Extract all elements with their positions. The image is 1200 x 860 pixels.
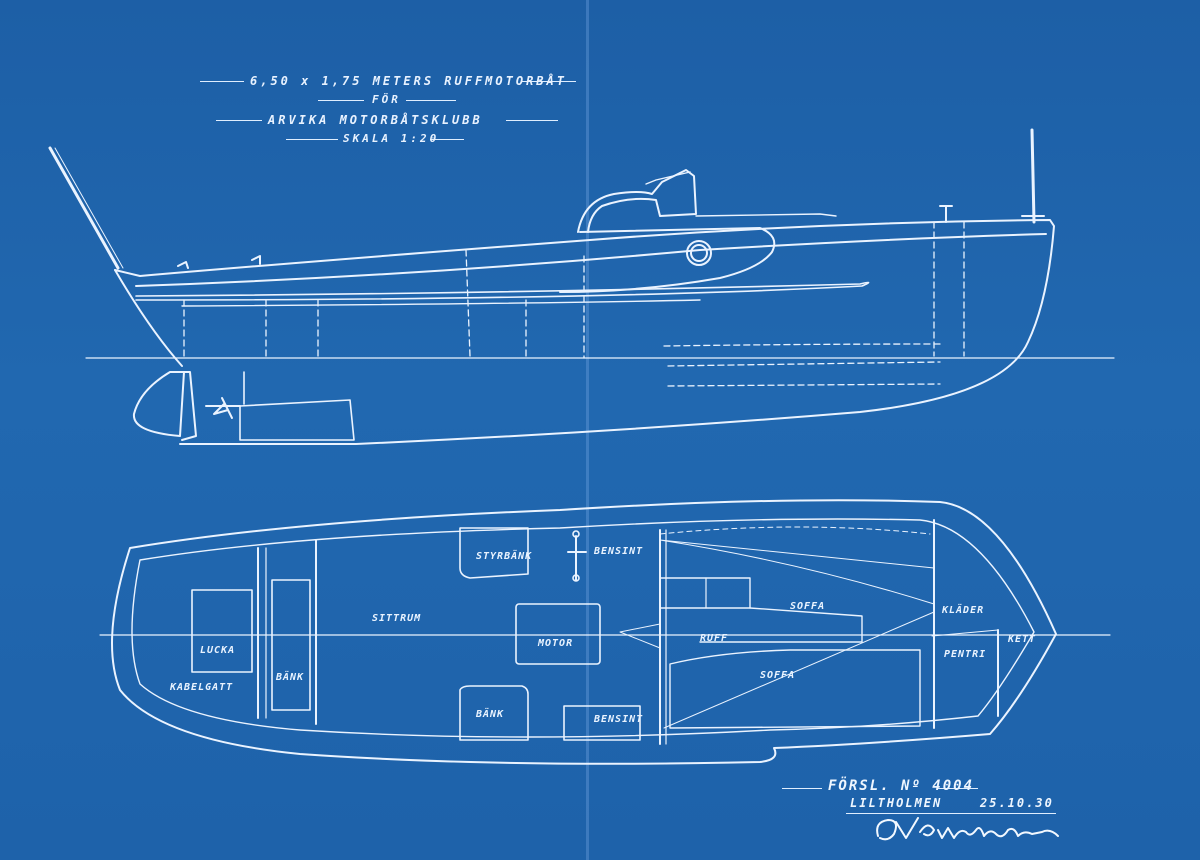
- label-bank-bottom: BÄNK: [476, 709, 505, 720]
- label-pentri: PENTRI: [944, 649, 987, 660]
- label-sittrum: SITTRUM: [372, 613, 422, 624]
- steering-wheel: [567, 535, 587, 581]
- title-rule: [216, 120, 262, 121]
- label-lucka: LUCKA: [200, 645, 236, 656]
- coaming-outline: [131, 518, 1035, 738]
- propeller: [205, 397, 241, 419]
- motor-box: [515, 603, 601, 665]
- porthole-inner: [690, 244, 708, 262]
- title-rule: [318, 100, 364, 101]
- label-soffa-top: SOFFA: [790, 601, 826, 612]
- hull-outline: [114, 219, 1055, 445]
- title-block-rule: [938, 788, 978, 789]
- steering-bench: [459, 527, 529, 579]
- rudder: [132, 371, 185, 437]
- deck-outline: [111, 499, 1057, 765]
- paper-fold-line: [586, 0, 589, 860]
- title-line-4: SKALA 1:20: [343, 132, 440, 145]
- title-block-rule: [782, 788, 822, 789]
- title-rule: [430, 139, 464, 140]
- label-motor: MOTOR: [538, 638, 574, 649]
- label-soffa-bottom: SOFFA: [760, 670, 796, 681]
- title-line-3: ARVIKA MOTORBÅTSKLUBB: [268, 113, 483, 127]
- label-bensint-bottom: BENSINT: [594, 714, 644, 725]
- title-rule: [406, 100, 456, 101]
- cabin-diagonals: [619, 539, 999, 729]
- title-block-rule: [846, 813, 1056, 814]
- title-rule: [522, 81, 576, 82]
- cabin-roof-rail: [695, 213, 837, 217]
- bench-port: [271, 579, 311, 711]
- signature: [876, 817, 1059, 841]
- hatch: [191, 589, 253, 673]
- windscreen-frame: [645, 171, 691, 185]
- bow-flagstaff-edge: [54, 147, 124, 269]
- cabin-side: [559, 227, 776, 293]
- label-ruff: RUFF: [700, 633, 729, 644]
- rub-rail: [135, 281, 870, 301]
- sofa-bottom: [669, 649, 921, 729]
- plan-view: [99, 499, 1111, 765]
- bow-flagstaff: [48, 146, 120, 270]
- chine-line: [181, 299, 701, 307]
- skeg: [239, 399, 355, 441]
- bow-fittings: [177, 255, 261, 269]
- label-kett: KETT: [1008, 634, 1037, 645]
- sofa-top-box: [659, 577, 751, 609]
- label-klader: KLÄDER: [942, 605, 985, 616]
- label-bensint-top: BENSINT: [594, 546, 644, 557]
- sheer-line: [135, 233, 1047, 287]
- title-rule: [200, 81, 244, 82]
- stern-cleat: [939, 205, 953, 223]
- side-bulkheads: [183, 221, 965, 387]
- sofa-top: [699, 607, 863, 643]
- drawing-date: 25.10.30: [980, 796, 1054, 810]
- fuel-tank-lower: [563, 705, 641, 741]
- rudder-post: [177, 371, 197, 441]
- place-name: LILTHOLMEN: [850, 796, 943, 810]
- stem-line: [114, 269, 183, 367]
- stern-mast: [1030, 128, 1036, 224]
- title-rule: [506, 120, 558, 121]
- windscreen: [577, 169, 697, 233]
- title-rule: [286, 139, 338, 140]
- title-line-1: 6,50 x 1,75 METERS RUFFMOTORBÅT: [250, 74, 567, 88]
- label-styrbank: STYRBÄNK: [476, 551, 533, 562]
- title-line-2: FÖR: [372, 93, 401, 106]
- bench-starboard: [459, 685, 529, 741]
- label-kabelgatt: KABELGATT: [170, 682, 234, 693]
- proposal-number: FÖRSL. Nº 4004: [828, 778, 975, 794]
- porthole-outer: [686, 240, 712, 266]
- label-bank-mid: BÄNK: [276, 672, 305, 683]
- side-elevation: [48, 128, 1115, 445]
